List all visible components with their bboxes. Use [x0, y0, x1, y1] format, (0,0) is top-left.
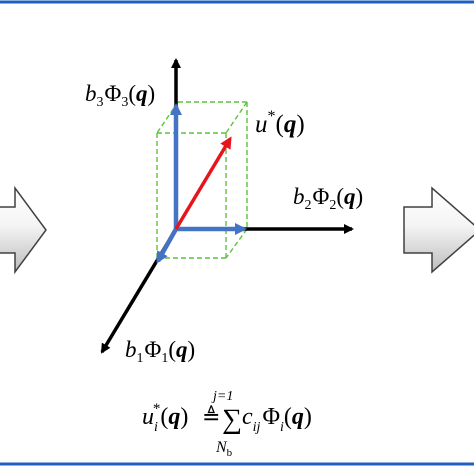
basis-1-vector: [156, 227, 178, 264]
eq-coef-sub: ij: [253, 420, 261, 435]
eq-sum-sign: ∑: [222, 404, 242, 435]
label-axis-2: b2Φ2(q): [293, 184, 363, 213]
eq-sum-upper: j=1: [211, 389, 233, 404]
right-block-arrow: [403, 186, 474, 274]
left-block-arrow: [0, 185, 47, 275]
label-target: u*(q): [255, 108, 305, 138]
eq-lhs-sup: *: [153, 401, 161, 417]
eq-lhs-symbol: u: [142, 404, 154, 430]
eq-defeq: ≜: [202, 404, 220, 429]
eq-sum-lower: Nb: [215, 439, 233, 459]
svg-text:cijΦi(q): cijΦi(q): [242, 404, 312, 435]
label-axis-1: b1Φ1(q): [125, 337, 195, 366]
svg-text:ui*(q): ui*(q): [142, 401, 188, 435]
label-axis-3: b3Φ3(q): [85, 81, 155, 110]
expansion-equation: ui*(q) ≜ ∑ j=1 Nb cijΦi(q): [142, 389, 312, 459]
eq-lhs-sub: i: [154, 420, 158, 435]
eq-phi-sub: i: [280, 420, 284, 435]
eq-coef: c: [242, 404, 253, 430]
target-vector: [174, 136, 232, 230]
eq-phi: Φ: [262, 404, 280, 430]
